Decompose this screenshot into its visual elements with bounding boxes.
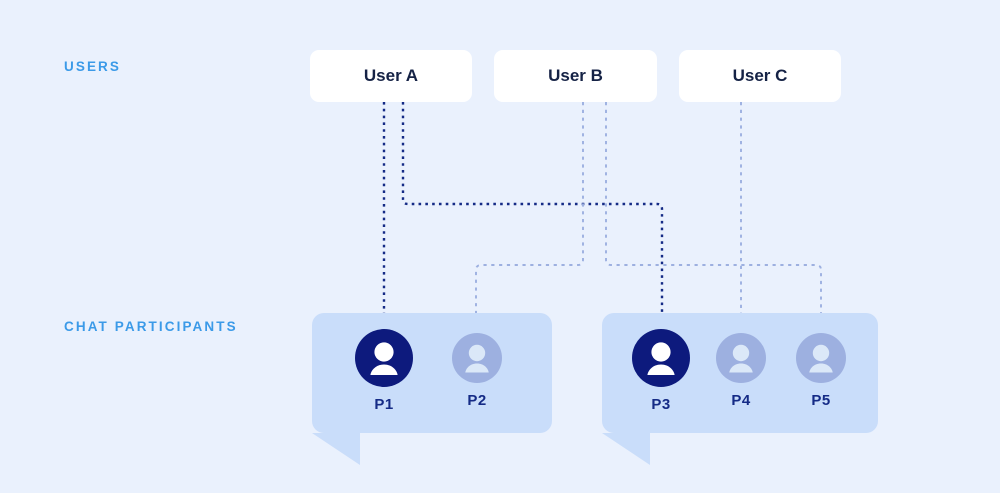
participant-p1[interactable]: P1 <box>355 329 413 413</box>
participant-label: P4 <box>731 392 751 409</box>
user-box-label: User C <box>732 66 788 85</box>
wire-user-b-to-p2 <box>475 102 584 335</box>
wire-user-a-to-p3 <box>401 102 664 330</box>
user-box-label: User B <box>548 66 603 85</box>
person-icon <box>632 329 690 387</box>
person-icon <box>796 333 846 383</box>
participant-p2[interactable]: P2 <box>452 333 502 409</box>
person-icon <box>355 329 413 387</box>
participant-p3[interactable]: P3 <box>632 329 690 413</box>
row-label-users: USERS <box>64 59 122 74</box>
chat-bubble-1-tail <box>312 433 360 465</box>
participant-p5[interactable]: P5 <box>796 333 846 409</box>
participant-p4[interactable]: P4 <box>716 333 766 409</box>
participant-label: P2 <box>467 392 487 409</box>
participant-label: P3 <box>651 396 671 413</box>
person-icon <box>452 333 502 383</box>
chat-bubble-1[interactable] <box>312 313 552 433</box>
person-icon <box>716 333 766 383</box>
wire-user-b-to-p5 <box>605 102 822 335</box>
chat-bubble-2-tail <box>602 433 650 465</box>
participant-label: P5 <box>811 392 831 409</box>
participant-label: P1 <box>374 396 394 413</box>
user-box-user-c[interactable]: User C <box>679 50 841 102</box>
row-label-chat-participants: CHAT PARTICIPANTS <box>64 319 238 334</box>
user-box-label: User A <box>363 66 419 85</box>
user-box-user-b[interactable]: User B <box>494 50 657 102</box>
user-box-user-a[interactable]: User A <box>310 50 472 102</box>
